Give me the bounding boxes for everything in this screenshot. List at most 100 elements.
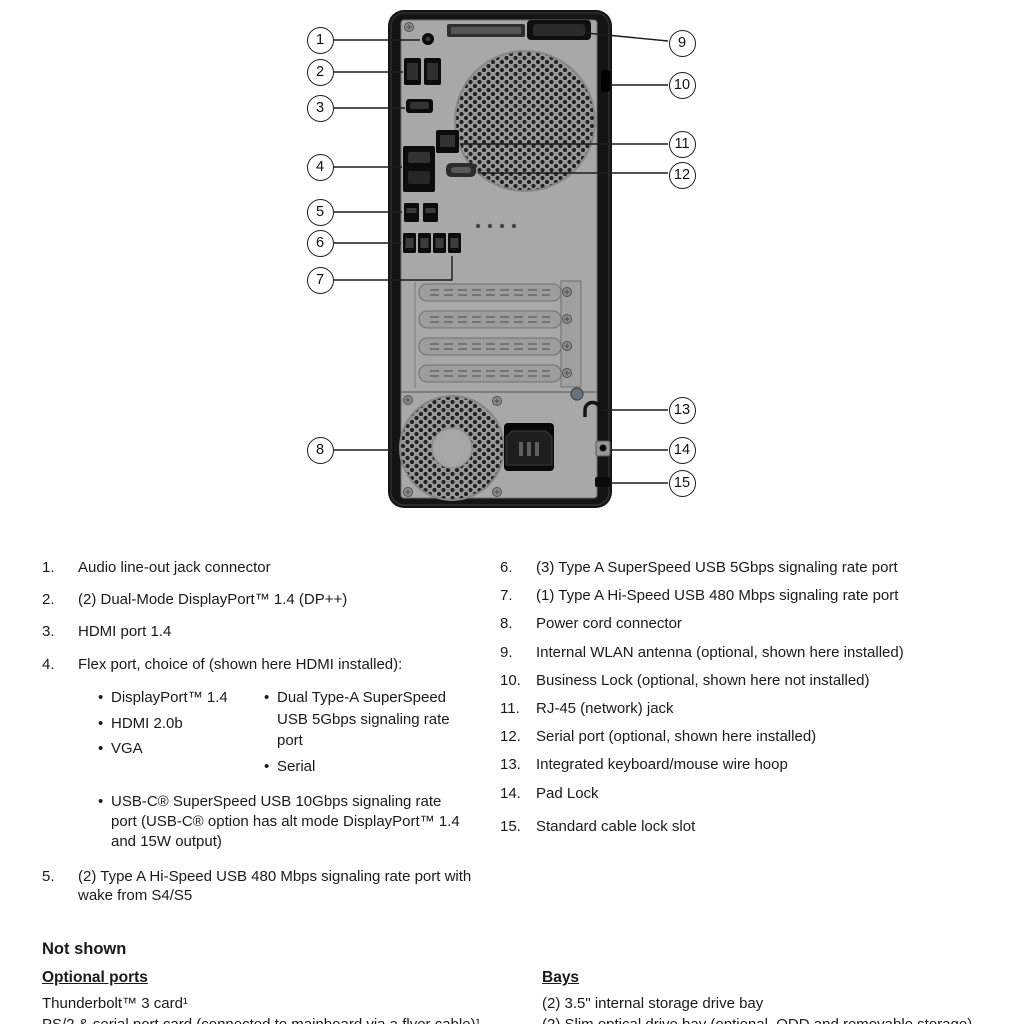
- flex-port-options: DisplayPort™ 1.4 HDMI 2.0b VGA Dual Type…: [98, 687, 494, 782]
- legend-item-15: 15. Standard cable lock slot: [500, 817, 994, 836]
- psu-fan-grille: [399, 395, 505, 501]
- legend-item-6: 6. (3) Type A SuperSpeed USB 5Gbps signa…: [500, 558, 994, 577]
- not-shown-section: Not shown Optional ports Thunderbolt™ 3 …: [0, 940, 1024, 1024]
- legend-item-text: (3) Type A SuperSpeed USB 5Gbps signalin…: [536, 559, 898, 576]
- flex-option: HDMI 2.0b: [98, 713, 246, 735]
- legend-item-number: 11.: [500, 699, 520, 717]
- legend-item-4: 4. Flex port, choice of (shown here HDMI…: [42, 655, 494, 674]
- callout-5: 5: [306, 198, 334, 226]
- legend-item-text: (2) Dual-Mode DisplayPort™ 1.4 (DP++): [78, 591, 348, 609]
- legend-item-3: 3. HDMI port 1.4: [42, 622, 494, 641]
- bay-item: (2) 3.5" internal storage drive bay: [542, 994, 764, 1012]
- callout-4: 4: [306, 153, 334, 181]
- hdmi-port: [406, 99, 433, 113]
- bay-item: (2) Slim optical drive bay (optional, OD…: [542, 1014, 982, 1024]
- wlan-antenna: [447, 20, 591, 40]
- optional-ports-column: Optional ports Thunderbolt™ 3 card¹ PS/2…: [42, 969, 494, 1024]
- screw-hole-dots: [475, 223, 517, 229]
- padlock-tab: [595, 440, 611, 457]
- flex-option: Dual Type-A SuperSpeed USB 5Gbps signali…: [264, 687, 469, 752]
- legend-item-text: Flex port, choice of (shown here HDMI in…: [78, 655, 403, 673]
- not-shown-title: Not shown: [42, 939, 127, 958]
- legend-item-text: RJ-45 (network) jack: [536, 699, 674, 717]
- thumbscrew: [570, 387, 584, 401]
- displayport-ports: [404, 58, 441, 85]
- serial-port: [446, 163, 476, 177]
- power-inlet: [504, 423, 554, 471]
- legend-item-number: 1.: [42, 559, 55, 576]
- legend-item-number: 2.: [42, 591, 55, 609]
- callout-11: 11: [668, 130, 696, 158]
- callout-9: 9: [668, 29, 696, 57]
- legend-item-number: 12.: [500, 728, 521, 746]
- flex-port: [403, 146, 435, 192]
- optional-ports-title: Optional ports: [42, 968, 148, 986]
- legend-item-text: Business Lock (optional, shown here not …: [536, 671, 870, 689]
- port-legend: 1. Audio line-out jack connector 2. (2) …: [0, 558, 1024, 918]
- callout-13: 13: [668, 396, 696, 424]
- legend-item-10: 10. Business Lock (optional, shown here …: [500, 671, 994, 690]
- cable-lock-slot: [595, 477, 610, 487]
- usb3-ports: [403, 233, 461, 253]
- legend-item-14: 14. Pad Lock: [500, 784, 994, 803]
- legend-item-text: (1) Type A Hi-Speed USB 480 Mbps signali…: [536, 587, 899, 605]
- legend-item-text: Serial port (optional, shown here instal…: [536, 728, 817, 746]
- flex-option: DisplayPort™ 1.4: [98, 687, 246, 709]
- legend-item-text: HDMI port 1.4: [78, 623, 172, 641]
- legend-column-right: 6. (3) Type A SuperSpeed USB 5Gbps signa…: [500, 558, 1024, 918]
- flex-option: VGA: [98, 738, 246, 760]
- legend-item-9: 9. Internal WLAN antenna (optional, show…: [500, 643, 994, 662]
- callout-leader-lines: [334, 32, 669, 484]
- tower-rear-diagram: 1 2 3 4 5 6 7 8 9 10 11 12 13 14 15: [306, 10, 696, 508]
- legend-item-text: Internal WLAN antenna (optional, shown h…: [536, 643, 904, 661]
- callout-6: 6: [306, 229, 334, 257]
- legend-item-text: (2) Type A Hi-Speed USB 480 Mbps signali…: [78, 867, 472, 904]
- bays-column: Bays (2) 3.5" internal storage drive bay…: [542, 969, 982, 1024]
- legend-column-left: 1. Audio line-out jack connector 2. (2) …: [42, 558, 494, 918]
- legend-item-1: 1. Audio line-out jack connector: [42, 558, 494, 577]
- rj45-port: [436, 130, 459, 153]
- tower-rear-illustration: [334, 10, 669, 508]
- legend-item-2: 2. (2) Dual-Mode DisplayPort™ 1.4 (DP++): [42, 590, 494, 609]
- callout-3: 3: [306, 94, 334, 122]
- optional-port-item: PS/2 & serial port card (connected to ma…: [42, 1014, 494, 1024]
- legend-item-number: 5.: [42, 867, 55, 885]
- callout-7: 7: [306, 266, 334, 294]
- callout-12: 12: [668, 161, 696, 189]
- audio-jack: [422, 33, 434, 45]
- flex-option: USB-C® SuperSpeed USB 10Gbps signaling r…: [98, 792, 470, 853]
- vent-grille: [454, 50, 596, 192]
- usb2-ports: [404, 203, 438, 222]
- optional-port-item: Thunderbolt™ 3 card¹: [42, 994, 188, 1012]
- legend-item-number: 13.: [500, 756, 521, 774]
- legend-item-number: 4.: [42, 655, 55, 673]
- legend-item-text: Integrated keyboard/mouse wire hoop: [536, 756, 788, 774]
- business-lock-slot: [601, 70, 610, 92]
- legend-item-5: 5. (2) Type A Hi-Speed USB 480 Mbps sign…: [42, 867, 494, 905]
- legend-item-number: 7.: [500, 587, 513, 605]
- legend-item-13: 13. Integrated keyboard/mouse wire hoop: [500, 755, 994, 774]
- flex-port-usbc-option: USB-C® SuperSpeed USB 10Gbps signaling r…: [98, 792, 470, 853]
- legend-item-number: 10.: [500, 671, 521, 689]
- legend-item-8: 8. Power cord connector: [500, 614, 994, 633]
- callout-14: 14: [668, 436, 696, 464]
- bays-title: Bays: [542, 968, 580, 986]
- callout-8: 8: [306, 436, 334, 464]
- flex-option: Serial: [264, 756, 469, 778]
- legend-item-number: 14.: [500, 784, 521, 802]
- legend-item-7: 7. (1) Type A Hi-Speed USB 480 Mbps sign…: [500, 586, 994, 605]
- expansion-slots: [414, 280, 582, 388]
- flex-port-options-column-2: Dual Type-A SuperSpeed USB 5Gbps signali…: [264, 687, 469, 782]
- legend-item-number: 6.: [500, 559, 513, 576]
- legend-item-number: 15.: [500, 817, 521, 835]
- legend-item-number: 8.: [500, 615, 513, 633]
- legend-item-11: 11. RJ-45 (network) jack: [500, 699, 994, 718]
- legend-item-text: Pad Lock: [536, 784, 599, 802]
- flex-port-options-column-1: DisplayPort™ 1.4 HDMI 2.0b VGA: [98, 687, 246, 782]
- legend-item-number: 3.: [42, 623, 55, 641]
- legend-item-text: Audio line-out jack connector: [78, 559, 271, 576]
- wire-hoop: [583, 400, 602, 417]
- legend-item-12: 12. Serial port (optional, shown here in…: [500, 727, 994, 746]
- legend-item-text: Power cord connector: [536, 615, 682, 633]
